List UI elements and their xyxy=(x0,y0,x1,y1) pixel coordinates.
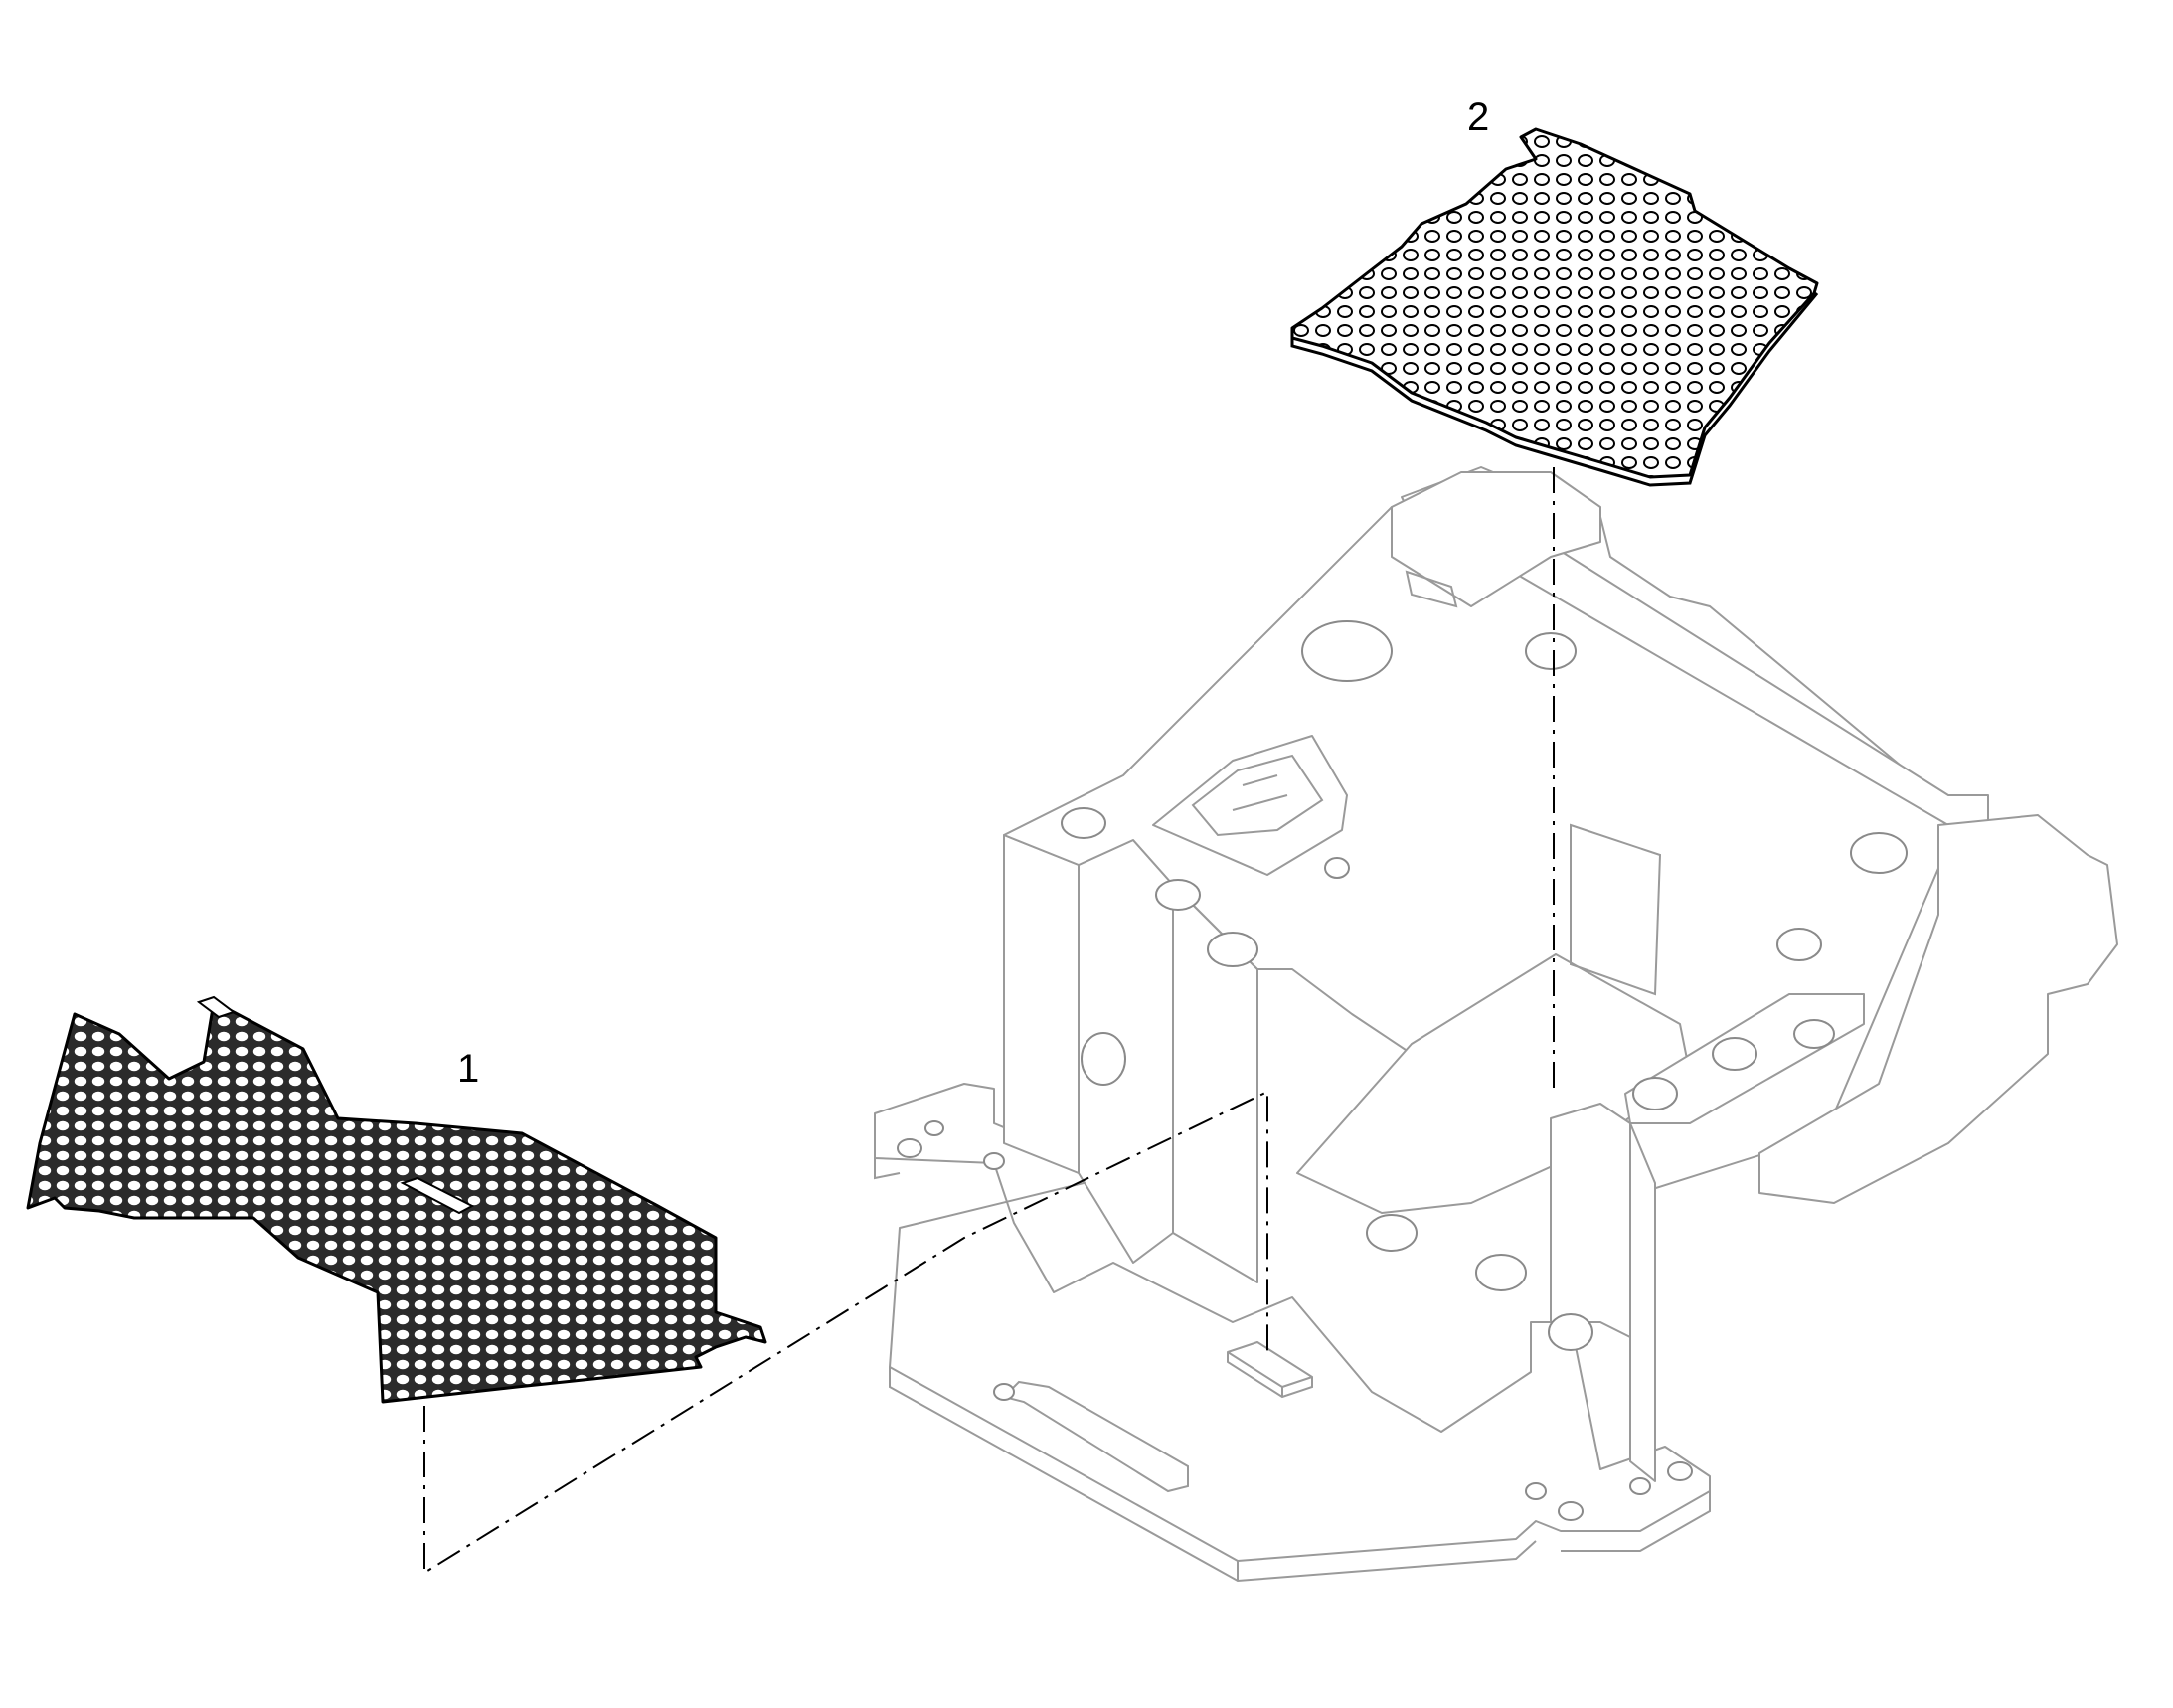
deck-hole xyxy=(1207,932,1258,967)
rear-block xyxy=(1391,471,1601,607)
panel-hole xyxy=(1548,1313,1593,1351)
console-hole xyxy=(1793,1019,1835,1049)
deck-hole xyxy=(1061,807,1106,839)
floor-mat-perforated-icon xyxy=(26,1000,767,1404)
base-hole xyxy=(1629,1477,1651,1495)
deck-hole xyxy=(1850,832,1908,874)
spacer-block-side xyxy=(1227,1352,1313,1399)
leader-line-1 xyxy=(423,1090,1268,1575)
base-hole xyxy=(993,1383,1015,1401)
deck-hole xyxy=(1525,632,1577,670)
platform-mat-part-2 xyxy=(1290,127,1819,487)
deck-hole xyxy=(1155,879,1201,911)
interior-panel xyxy=(1570,823,1662,996)
floor-mat-slot xyxy=(400,1176,475,1215)
leader-lines xyxy=(423,467,1555,1575)
callout-label-2: 2 xyxy=(1467,95,1490,139)
deck-knob xyxy=(1324,857,1350,879)
panel-hole xyxy=(1475,1254,1527,1291)
deck-hole xyxy=(1301,620,1393,682)
seat-box-opening xyxy=(1191,754,1324,837)
chassis-frame xyxy=(874,466,2118,1583)
rear-block-slot xyxy=(1405,570,1458,608)
floor-mat-part-1 xyxy=(26,995,767,1404)
left-pillar xyxy=(1003,834,1080,1174)
base-hole xyxy=(1525,1482,1547,1500)
base-hole xyxy=(1558,1501,1584,1521)
right-pillar xyxy=(1550,1103,1631,1338)
rear-beam xyxy=(1520,544,1989,826)
floor-mat-tab xyxy=(196,995,237,1019)
deck-hole xyxy=(1776,928,1822,961)
base-hole xyxy=(897,1138,922,1158)
callout-label-1: 1 xyxy=(457,1047,480,1091)
panel-hole xyxy=(1366,1214,1418,1252)
base-plate-edge xyxy=(874,1158,1711,1583)
base-hole xyxy=(1667,1461,1693,1481)
right-beam xyxy=(1758,814,2118,1204)
right-pillar-front xyxy=(1629,1122,1656,1482)
platform-mat-edge xyxy=(1290,292,1819,487)
platform-mat-perforated-icon xyxy=(1290,127,1819,479)
console-hole xyxy=(1632,1077,1678,1110)
base-hole xyxy=(983,1152,1005,1170)
pillar-hole xyxy=(1081,1032,1126,1086)
base-hole xyxy=(924,1120,944,1136)
console-hole xyxy=(1712,1037,1757,1071)
